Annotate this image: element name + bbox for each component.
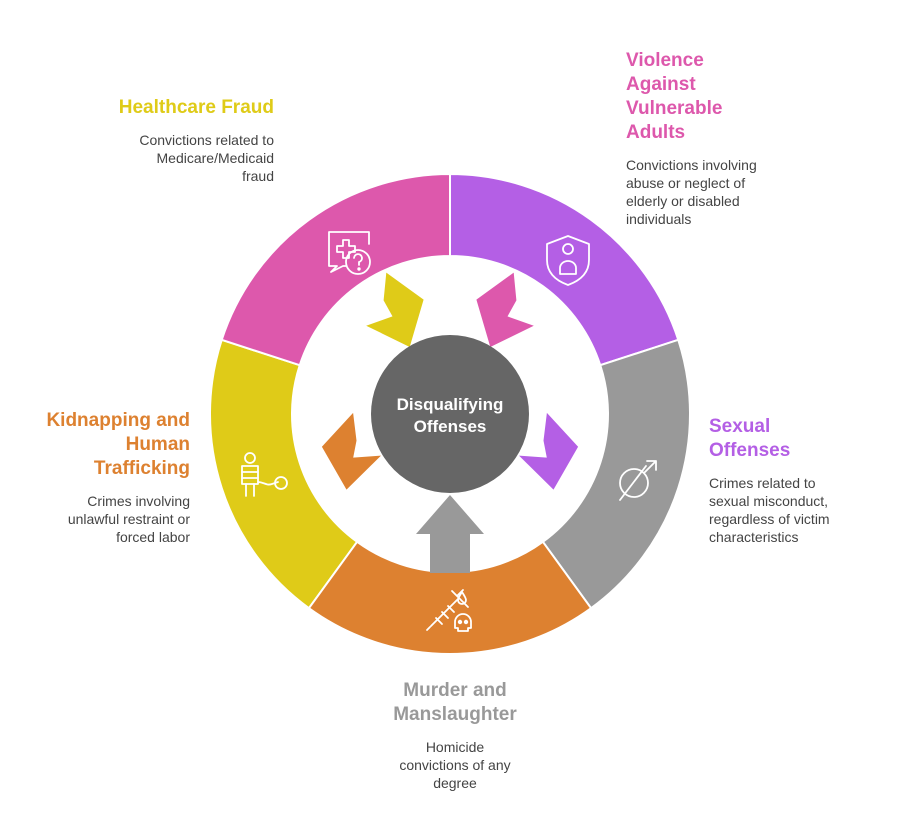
healthcare-description: Convictions related to Medicare/Medicaid… bbox=[139, 132, 274, 184]
crossed-male-symbol-icon bbox=[619, 460, 657, 501]
arrow-murder bbox=[416, 495, 484, 573]
kidnap-title: Kidnapping and Human Trafficking bbox=[46, 410, 190, 479]
person-shield-icon bbox=[546, 235, 590, 286]
murder-title: Murder and Manslaughter bbox=[393, 680, 517, 725]
label-murder: Murder and Manslaughter Homicide convict… bbox=[335, 679, 575, 792]
center-circle bbox=[371, 335, 529, 493]
label-kidnap: Kidnapping and Human Trafficking Crimes … bbox=[0, 409, 190, 546]
violence-title: Violence Against Vulnerable Adults bbox=[626, 50, 723, 143]
chained-prisoner-icon bbox=[241, 452, 288, 497]
medical-chat-question-icon bbox=[328, 231, 371, 275]
segment-kidnap bbox=[307, 540, 593, 655]
sexual-description: Crimes related to sexual misconduct, reg… bbox=[709, 475, 830, 545]
syringe-skull-icon bbox=[426, 589, 472, 632]
center-hub: Disqualifying Offenses bbox=[371, 335, 529, 493]
segment-sexual bbox=[449, 172, 680, 367]
arrow-violence bbox=[476, 272, 534, 347]
segment-healthcare bbox=[209, 338, 359, 610]
inward-arrows bbox=[321, 272, 579, 573]
healthcare-title: Healthcare Fraud bbox=[118, 97, 274, 118]
segment-murder bbox=[541, 338, 691, 610]
sexual-title: Sexual Offenses bbox=[709, 416, 791, 461]
violence-description: Convictions involving abuse or neglect o… bbox=[626, 157, 757, 227]
label-sexual: Sexual Offenses Crimes related to sexual… bbox=[709, 415, 859, 546]
murder-description: Homicide convictions of any degree bbox=[399, 739, 511, 791]
arrow-sexual bbox=[519, 412, 579, 490]
arrow-healthcare bbox=[366, 272, 424, 347]
segment-icons bbox=[241, 231, 657, 632]
label-violence: Violence Against Vulnerable Adults Convi… bbox=[626, 49, 866, 228]
arrow-kidnap bbox=[321, 412, 381, 490]
center-title-line1: Disqualifying bbox=[397, 395, 504, 414]
label-healthcare: Healthcare Fraud Convictions related to … bbox=[34, 96, 274, 185]
kidnap-description: Crimes involving unlawful restraint or f… bbox=[67, 493, 190, 545]
center-title-line2: Offenses bbox=[414, 417, 487, 436]
